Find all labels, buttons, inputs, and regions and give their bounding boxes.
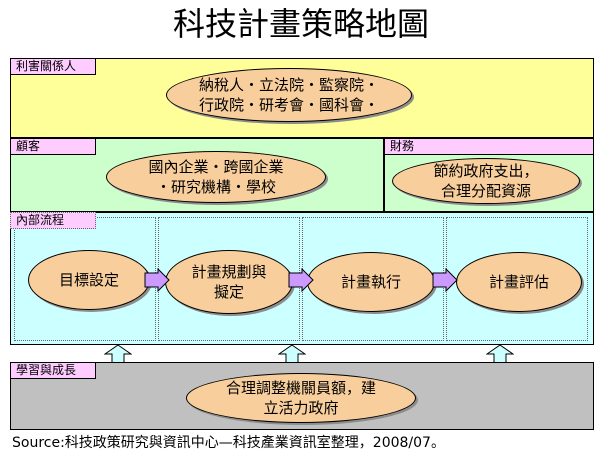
step-plan-drafting-text: 計畫規劃與 擬定	[191, 263, 267, 301]
arrow-right-icon	[432, 268, 458, 292]
arrow-right-icon	[288, 268, 314, 292]
step-plan-drafting: 計畫規劃與 擬定	[165, 250, 293, 314]
stakeholders-ellipse: 納稅人・立法院・監察院・ 行政院・研考會・國科會・	[166, 68, 412, 122]
customers-ellipse: 國內企業・跨國企業 ・研究機構・學校	[106, 151, 326, 203]
step-plan-evaluation: 計畫評估	[456, 252, 582, 312]
stakeholders-text: 納稅人・立法院・監察院・ 行政院・研考會・國科會・	[198, 76, 379, 114]
learning-growth-label: 學習與成長	[10, 362, 96, 379]
customers-label: 顧客	[10, 138, 96, 155]
arrow-right-icon	[144, 268, 170, 292]
step-goal-setting: 目標設定	[28, 250, 150, 310]
finance-ellipse: 節約政府支出， 合理分配資源	[392, 158, 580, 204]
stakeholders-label: 利害關係人	[10, 58, 96, 75]
finance-text: 節約政府支出， 合理分配資源	[433, 162, 539, 200]
internal-process-label: 內部流程	[10, 212, 96, 229]
step-goal-setting-text: 目標設定	[58, 271, 119, 289]
finance-label: 財務	[384, 138, 594, 155]
learning-growth-text: 合理調整機關員額，建 立活力政府	[225, 379, 376, 417]
step-plan-evaluation-text: 計畫評估	[488, 273, 549, 291]
page-title: 科技計畫策略地圖	[172, 5, 429, 43]
step-plan-execution: 計畫執行	[307, 252, 435, 312]
learning-growth-ellipse: 合理調整機關員額，建 立活力政府	[186, 373, 416, 423]
step-plan-execution-text: 計畫執行	[340, 273, 401, 291]
source-note: Source:科技政策研究與資訊中心—科技產業資訊室整理，2008/07。	[12, 435, 445, 451]
arrow-up-icon	[104, 344, 132, 364]
customers-text: 國內企業・跨國企業 ・研究機構・學校	[148, 158, 284, 196]
arrow-up-icon	[278, 344, 306, 364]
arrow-up-icon	[486, 344, 514, 364]
